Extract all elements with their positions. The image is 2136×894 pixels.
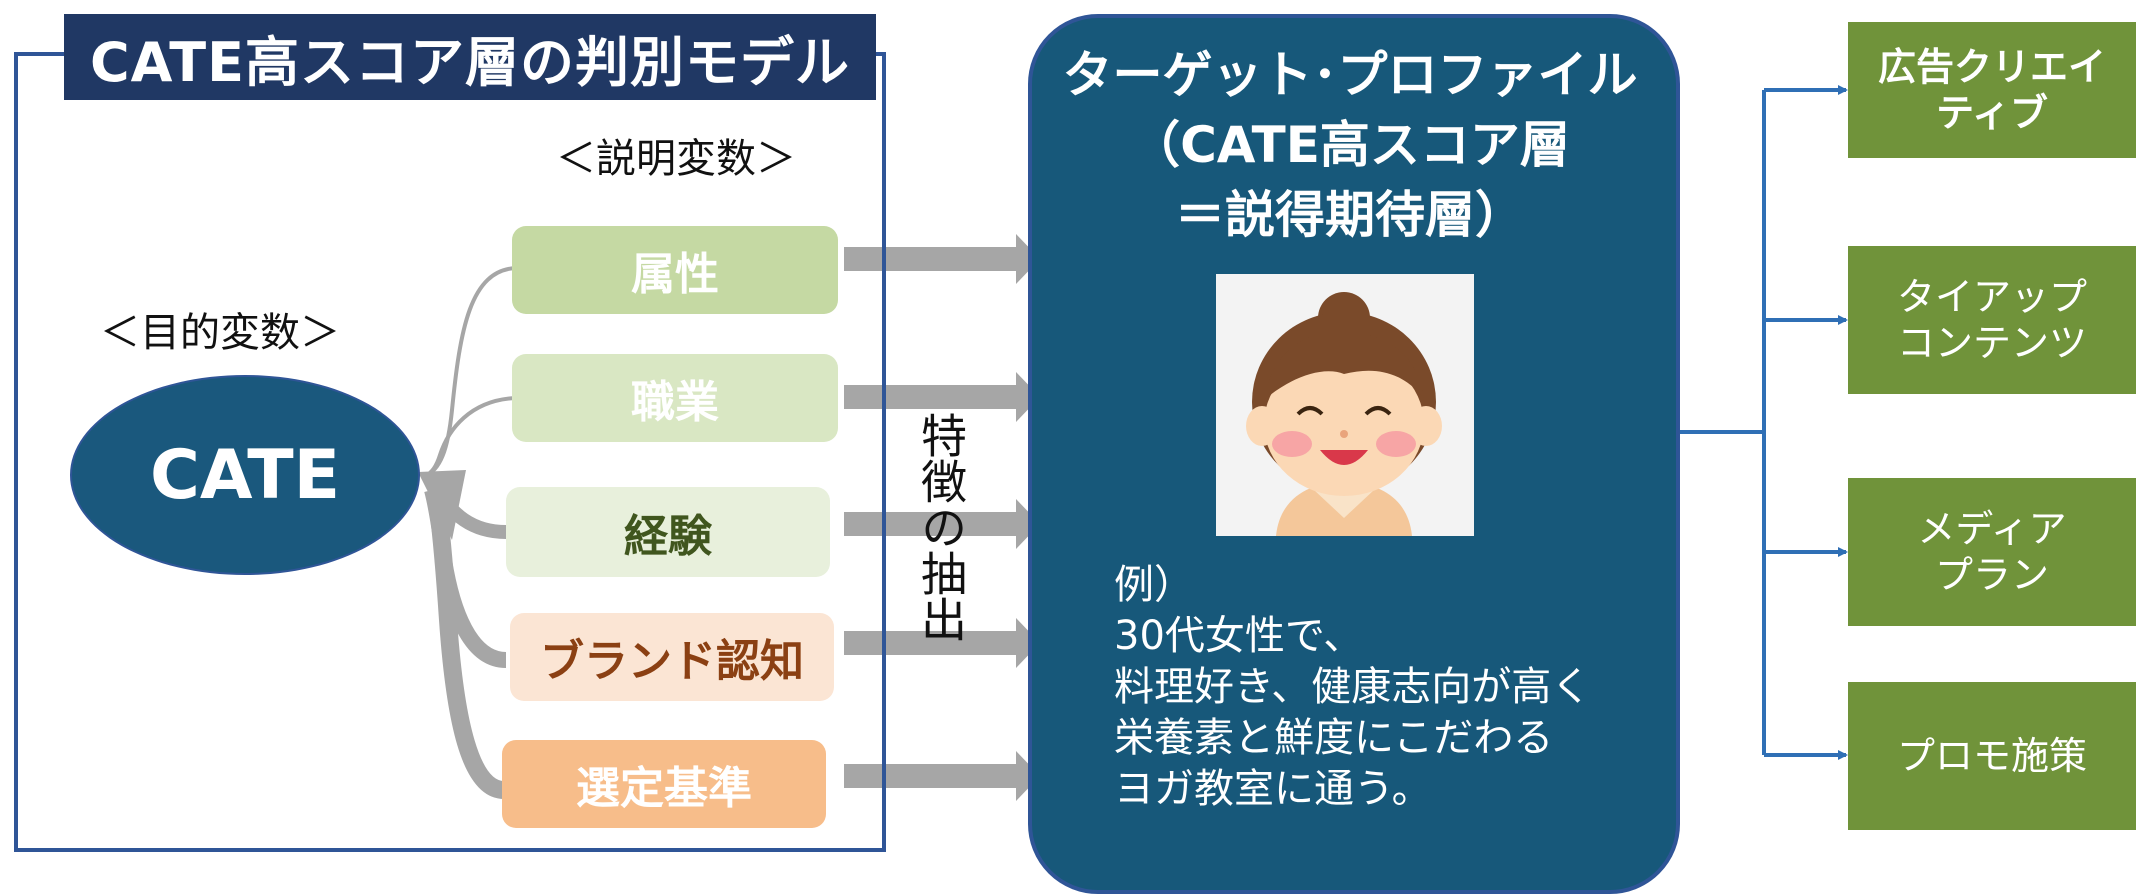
variable-zokusei: 属性 [512, 226, 838, 314]
output-line: 広告クリエイ [1877, 45, 2106, 89]
output-tree [1680, 85, 1848, 760]
avatar [1216, 274, 1474, 536]
woman-avatar-illustration [1246, 292, 1442, 536]
variable-selection-criteria: 選定基準 [502, 740, 826, 828]
extract-arrow-sentei [844, 751, 1040, 801]
link-sentei [427, 490, 506, 799]
output-line: プロモ施策 [1896, 734, 2087, 778]
model-title: CATE高スコア層の判別モデル [64, 14, 876, 100]
output-promo-measures: プロモ施策 [1848, 682, 2136, 830]
output-line: メディア [1917, 507, 2067, 551]
output-line: コンテンツ [1896, 321, 2087, 365]
link-arrowhead [418, 470, 466, 540]
cate-node: CATE [70, 375, 420, 575]
output-ad-creative: 広告クリエイ ティブ [1848, 22, 2136, 158]
profile-title-line: ＝説得期待層） [1175, 186, 1525, 244]
example-line: ヨガ教室に通う。 [1114, 766, 1432, 812]
output-line: ティブ [1936, 91, 2048, 135]
example-line: 料理好き、健康志向が高く [1114, 664, 1592, 710]
example-line: 栄養素と鮮度にこだわる [1114, 715, 1554, 761]
output-line: プラン [1934, 553, 2049, 597]
output-tieup-content: タイアップ コンテンツ [1848, 246, 2136, 394]
variable-shokugyo: 職業 [512, 354, 838, 442]
feature-extraction-label: 特徴の抽出 [914, 412, 968, 642]
example-line: 例） [1114, 562, 1194, 608]
example-line: 30代女性で、 [1114, 613, 1364, 659]
profile-title-line: ターゲット･プロファイル [1062, 46, 1638, 104]
output-media-plan: メディア プラン [1848, 478, 2136, 626]
variable-keiken: 経験 [506, 487, 830, 577]
profile-title: ターゲット･プロファイル （CATE高スコア層 ＝説得期待層） [1040, 40, 1660, 250]
output-line: タイアップ [1896, 275, 2087, 319]
explanatory-variables-label: ＜説明変数＞ [556, 136, 796, 182]
target-variable-label: ＜目的変数＞ [100, 310, 340, 356]
variable-brand-awareness: ブランド認知 [510, 613, 834, 701]
extract-arrow-zokusei [844, 234, 1040, 284]
profile-title-line: （CATE高スコア層 [1130, 116, 1570, 174]
profile-example: 例） 30代女性で、 料理好き、健康志向が高く 栄養素と鮮度にこだわる ヨガ教室… [1114, 560, 1674, 815]
